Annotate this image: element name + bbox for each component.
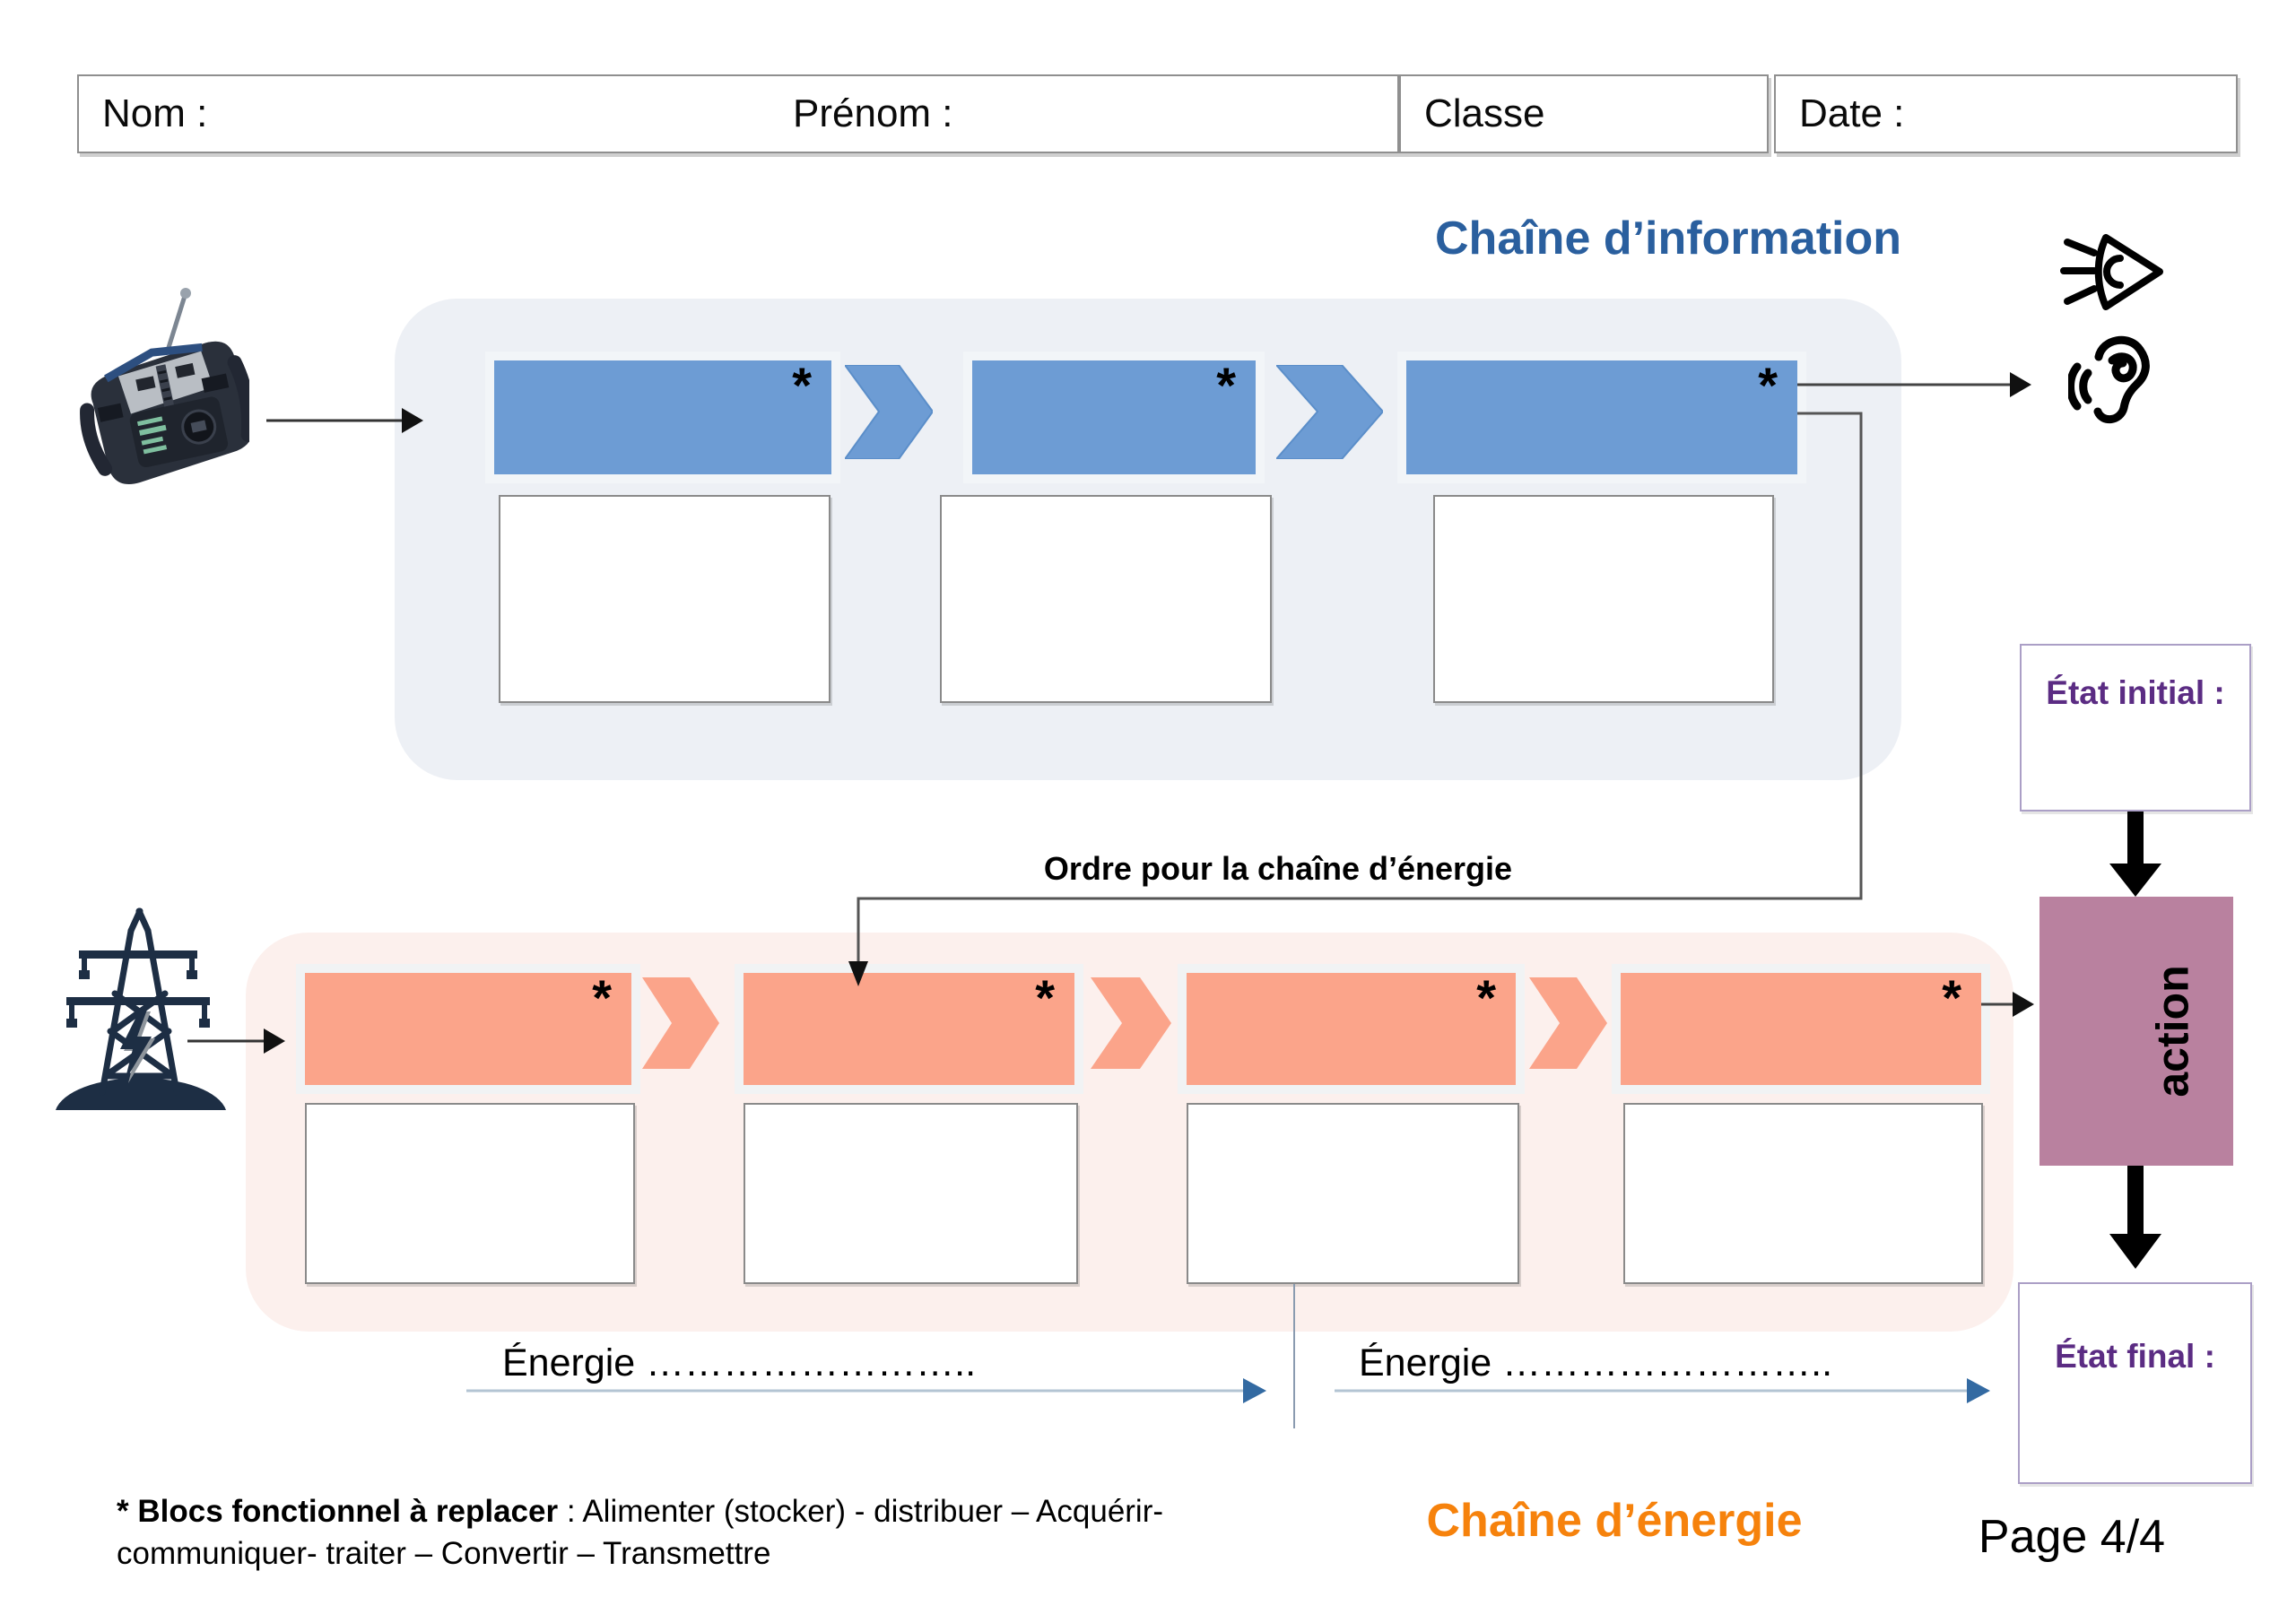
down-arrow-initial bbox=[2109, 812, 2161, 897]
energy-blank-2[interactable] bbox=[744, 1103, 1078, 1284]
etat-final-box[interactable]: État final : bbox=[2018, 1282, 2252, 1484]
asterisk-marker: * bbox=[1476, 969, 1496, 1026]
nom-label: Nom : bbox=[102, 91, 208, 135]
orange-chevron-icon bbox=[1529, 977, 1607, 1069]
asterisk-marker: * bbox=[592, 969, 612, 1026]
energy-blank-4[interactable] bbox=[1623, 1103, 1983, 1284]
asterisk-marker: * bbox=[792, 357, 812, 413]
info-blank-3[interactable] bbox=[1433, 495, 1774, 703]
classe-label: Classe bbox=[1424, 91, 1545, 135]
energy-block-4-fill bbox=[1621, 973, 1981, 1085]
energy-chain-title: Chaîne d’énergie bbox=[1426, 1495, 1803, 1547]
etat-initial-box[interactable]: État initial : bbox=[2020, 644, 2251, 812]
energy-block-3-fill bbox=[1187, 973, 1516, 1085]
asterisk-marker: * bbox=[1942, 969, 1961, 1026]
etat-initial-label: État initial : bbox=[2046, 674, 2225, 711]
electric-pylon-icon bbox=[56, 907, 226, 1110]
prenom-label: Prénom : bbox=[793, 91, 953, 135]
orange-chevron-icon bbox=[642, 977, 719, 1069]
down-arrow-final bbox=[2109, 1166, 2161, 1269]
footer-note: * Blocs fonctionnel à replacer : Aliment… bbox=[117, 1490, 1238, 1575]
eye-icon bbox=[2060, 234, 2163, 310]
info-block-1[interactable]: * bbox=[494, 360, 831, 474]
info-block-1-fill bbox=[494, 360, 831, 474]
date-label: Date : bbox=[1799, 91, 1905, 135]
footer-note-line2: communiquer- traiter – Convertir – Trans… bbox=[117, 1536, 771, 1571]
energy-block-4[interactable]: * bbox=[1621, 973, 1981, 1085]
blue-chevron-icon bbox=[1276, 365, 1383, 459]
energy-block-2[interactable]: * bbox=[744, 973, 1074, 1085]
info-blank-2[interactable] bbox=[940, 495, 1272, 703]
rc-transmitter-icon bbox=[80, 288, 249, 484]
energie-label-2: Énergie …………………….. bbox=[1359, 1341, 1833, 1384]
info-blank-1[interactable] bbox=[499, 495, 831, 703]
energy-block-1-fill bbox=[305, 973, 631, 1085]
classe-field-box[interactable]: Classe bbox=[1399, 74, 1769, 153]
blue-chevron-icon bbox=[845, 365, 933, 459]
info-block-2-fill bbox=[972, 360, 1256, 474]
name-field-box[interactable]: Nom : Prénom : bbox=[77, 74, 1399, 153]
order-label: Ordre pour la chaîne d’énergie bbox=[1043, 850, 1513, 887]
etat-final-label: État final : bbox=[2055, 1338, 2215, 1375]
energy-block-2-fill bbox=[744, 973, 1074, 1085]
info-block-2[interactable]: * bbox=[972, 360, 1256, 474]
energy-blank-1[interactable] bbox=[305, 1103, 635, 1284]
info-block-3[interactable]: * bbox=[1406, 360, 1797, 474]
energy-block-3[interactable]: * bbox=[1187, 973, 1516, 1085]
asterisk-marker: * bbox=[1758, 357, 1778, 413]
energy-blank-3[interactable] bbox=[1187, 1103, 1519, 1284]
asterisk-marker: * bbox=[1216, 357, 1236, 413]
asterisk-marker: * bbox=[1035, 969, 1055, 1026]
energie-label-1: Énergie …………………….. bbox=[502, 1341, 977, 1384]
energy-block-1[interactable]: * bbox=[305, 973, 631, 1085]
date-field-box[interactable]: Date : bbox=[1774, 74, 2238, 153]
action-label: action bbox=[2147, 965, 2198, 1098]
page-number: Page 4/4 bbox=[1978, 1511, 2166, 1563]
footer-note-line1: * Blocs fonctionnel à replacer : Aliment… bbox=[117, 1490, 1238, 1532]
info-block-3-fill bbox=[1406, 360, 1797, 474]
footer-note-bold: * Blocs fonctionnel à replacer bbox=[117, 1494, 559, 1529]
info-chain-title: Chaîne d’information bbox=[1435, 213, 1901, 265]
action-box: action bbox=[2039, 897, 2233, 1166]
orange-chevron-icon bbox=[1091, 977, 1171, 1069]
ear-icon bbox=[2068, 335, 2150, 423]
footer-note-tail: : Alimenter (stocker) - distribuer – Acq… bbox=[558, 1494, 1164, 1529]
